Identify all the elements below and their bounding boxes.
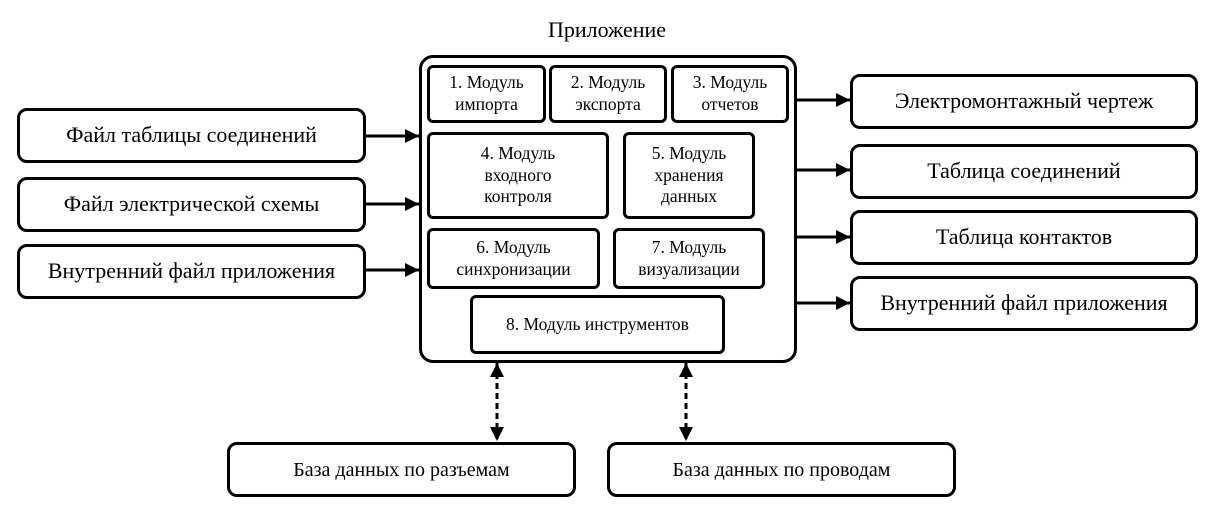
module-data-storage: 5. Модуль хранения данных <box>623 132 755 219</box>
output-wiring-drawing: Электромонтажный чертеж <box>850 74 1198 129</box>
input-internal-app-file: Внутренний файл приложения <box>17 244 366 299</box>
module-tools: 8. Модуль инструментов <box>470 295 725 354</box>
input-schematic-file: Файл электрической схемы <box>17 177 366 232</box>
module-visualization: 7. Модуль визуализации <box>613 228 765 289</box>
output-internal-app-file: Внутренний файл приложения <box>850 276 1198 331</box>
database-connectors: База данных по разъемам <box>227 442 576 497</box>
module-export: 2. Модуль экспорта <box>549 65 667 123</box>
output-contact-table: Таблица контактов <box>850 210 1198 265</box>
output-connection-table: Таблица соединений <box>850 144 1198 199</box>
module-synchronization: 6. Модуль синхронизации <box>427 228 600 289</box>
module-import: 1. Модуль импорта <box>427 65 546 123</box>
database-wires: База данных по проводам <box>607 442 956 497</box>
application-title: Приложение <box>547 17 667 42</box>
input-connection-table-file: Файл таблицы соединений <box>17 108 366 163</box>
module-reports: 3. Модуль отчетов <box>671 65 789 123</box>
module-input-control: 4. Модуль входного контроля <box>427 132 609 219</box>
